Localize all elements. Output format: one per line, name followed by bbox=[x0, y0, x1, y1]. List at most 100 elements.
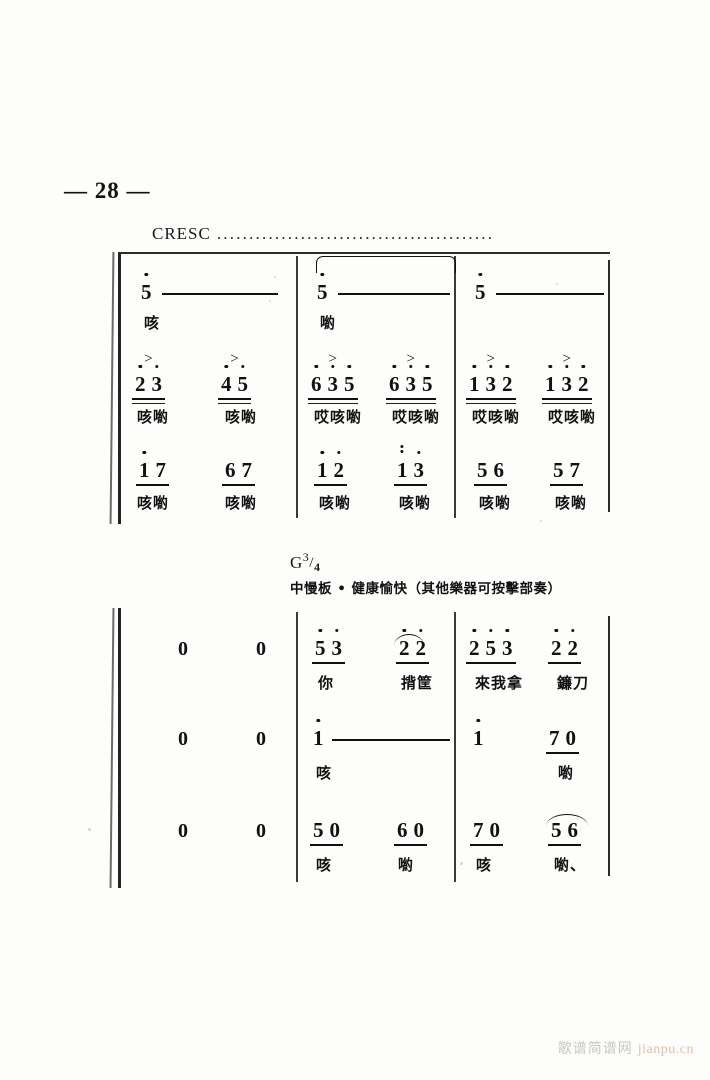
beam bbox=[312, 662, 345, 664]
note: 5 bbox=[551, 818, 562, 842]
note: 5 bbox=[138, 282, 155, 303]
lyric: 哎咳喲 bbox=[471, 408, 520, 426]
beam bbox=[314, 484, 347, 486]
lyric: 咳 bbox=[143, 314, 160, 332]
tie-slur bbox=[394, 634, 424, 646]
note: 0 bbox=[329, 818, 341, 842]
beam bbox=[136, 484, 169, 486]
note: 3 bbox=[403, 374, 420, 395]
rest: 0 bbox=[256, 638, 266, 660]
watermark-domain: jianpu.cn bbox=[637, 1042, 694, 1057]
lyric: 喲 bbox=[557, 764, 574, 782]
tempo-marking-block: G3/4 中慢板 • 健康愉快（其他樂器可按擊部奏） bbox=[290, 550, 562, 597]
system-1-barline-2 bbox=[296, 256, 298, 518]
note: 1 bbox=[136, 460, 153, 481]
system-2-left-barline bbox=[118, 608, 121, 888]
note: 6 bbox=[397, 818, 408, 842]
time-signature-denominator: 4 bbox=[313, 560, 321, 574]
note: 3 bbox=[559, 374, 576, 395]
rest: 0 bbox=[178, 820, 188, 842]
lyric: 喲 bbox=[397, 856, 414, 874]
note: 5 bbox=[341, 374, 358, 395]
lyric: 來我拿 bbox=[474, 674, 523, 692]
note: 7 bbox=[549, 726, 560, 750]
site-watermark: 歌谱简谱网 jianpu.cn bbox=[558, 1038, 694, 1058]
accent-mark: > bbox=[562, 351, 571, 367]
lyric: 咳 bbox=[475, 856, 492, 874]
beam bbox=[396, 662, 429, 664]
system-1-right-barline bbox=[608, 260, 610, 512]
rest: 0 bbox=[178, 638, 188, 660]
note: 1 bbox=[542, 374, 559, 395]
lyric: 喲、 bbox=[553, 856, 586, 874]
note: 1 bbox=[314, 460, 331, 481]
beam bbox=[308, 402, 358, 404]
lyric: 你 bbox=[317, 674, 334, 692]
lyric: 咳 bbox=[315, 856, 332, 874]
accent-mark: > bbox=[144, 351, 153, 367]
note: 5 bbox=[314, 282, 331, 303]
lyric: 咳喲 bbox=[136, 408, 169, 426]
beam bbox=[132, 402, 165, 404]
cresc-label: CRESC bbox=[152, 224, 211, 243]
beam bbox=[548, 662, 581, 664]
note: 2 bbox=[331, 460, 348, 481]
time-signature: 3/4 bbox=[302, 550, 321, 574]
scan-speck bbox=[274, 276, 276, 278]
note: 6 bbox=[567, 818, 579, 842]
system-2-right-barline bbox=[608, 616, 610, 876]
note: 3 bbox=[411, 460, 428, 481]
note: 3 bbox=[149, 374, 166, 395]
system-2-barline-3 bbox=[454, 612, 456, 882]
lyric: 哎咳喲 bbox=[547, 408, 596, 426]
note: 3 bbox=[499, 638, 516, 659]
scan-speck bbox=[88, 828, 91, 831]
tempo-description: 中慢板 • 健康愉快（其他樂器可按擊部奏） bbox=[290, 580, 562, 597]
lyric: 咳喲 bbox=[224, 408, 257, 426]
accent-mark: > bbox=[230, 351, 239, 367]
beam bbox=[394, 844, 427, 846]
lyric: 咳喲 bbox=[224, 494, 257, 512]
system-1-top-rule bbox=[118, 252, 610, 254]
note: 7 bbox=[155, 458, 167, 482]
note: 2 bbox=[575, 374, 592, 395]
note: 5 bbox=[472, 282, 489, 303]
hold-line bbox=[332, 739, 450, 741]
accent-mark: > bbox=[328, 351, 337, 367]
note: 2 bbox=[565, 638, 582, 659]
note: 6 bbox=[225, 458, 236, 482]
lyric: 咳喲 bbox=[398, 494, 431, 512]
note: 0 bbox=[489, 818, 501, 842]
note: 2 bbox=[413, 638, 430, 659]
note: 2 bbox=[396, 638, 413, 659]
lyric: 哎咳喲 bbox=[313, 408, 362, 426]
hold-line bbox=[496, 293, 604, 295]
beam bbox=[542, 402, 592, 404]
beam bbox=[386, 398, 436, 400]
lyric: 咳喲 bbox=[136, 494, 169, 512]
note: 1 bbox=[394, 460, 411, 481]
lyric: 咳喲 bbox=[554, 494, 587, 512]
page-number: — 28 — bbox=[64, 178, 151, 203]
accent-mark: > bbox=[486, 351, 495, 367]
beam bbox=[222, 484, 255, 486]
cresc-marking: CRESC ..................................… bbox=[152, 224, 494, 244]
note: 4 bbox=[218, 374, 235, 395]
note: 7 bbox=[241, 458, 253, 482]
system-1-barline-3 bbox=[454, 256, 456, 518]
